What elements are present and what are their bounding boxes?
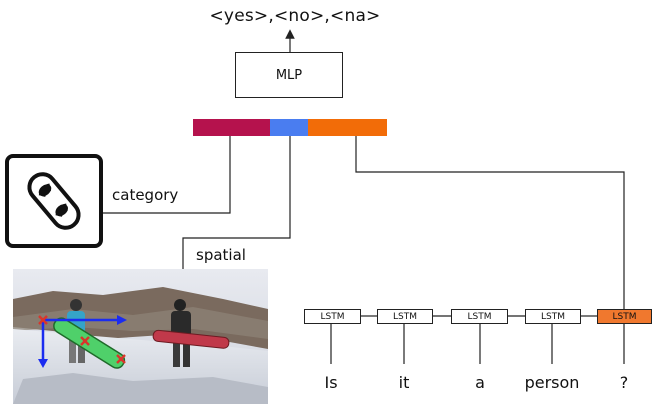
lstm-cell-final: LSTM: [597, 309, 652, 324]
snowboard-icon: [27, 172, 81, 230]
spatial-feature-segment: [270, 119, 308, 136]
scene-illustration: [13, 269, 268, 404]
spatial-label: spatial: [196, 246, 246, 264]
word-token: a: [475, 373, 485, 392]
category-feature-segment: [193, 119, 270, 136]
text-wire: [355, 136, 625, 309]
mlp-box: MLP: [235, 52, 343, 98]
scene-photo: [13, 269, 268, 404]
mlp-label: MLP: [275, 67, 303, 83]
lstm-cell: LSTM: [451, 309, 508, 324]
spatial-wire: [182, 136, 291, 269]
category-icon-frame: [5, 154, 103, 248]
lstm-cell: LSTM: [304, 309, 361, 324]
output-classes: <yes>,<no>,<na>: [209, 6, 381, 26]
word-token: it: [398, 373, 410, 392]
word-token: ?: [619, 373, 629, 392]
lstm-cell: LSTM: [377, 309, 433, 324]
word-token: Is: [324, 373, 338, 392]
lstm-cell: LSTM: [525, 309, 581, 324]
text-feature-segment: [308, 119, 387, 136]
word-token: person: [524, 373, 580, 392]
category-wire: [100, 136, 231, 214]
category-label: category: [112, 186, 179, 204]
